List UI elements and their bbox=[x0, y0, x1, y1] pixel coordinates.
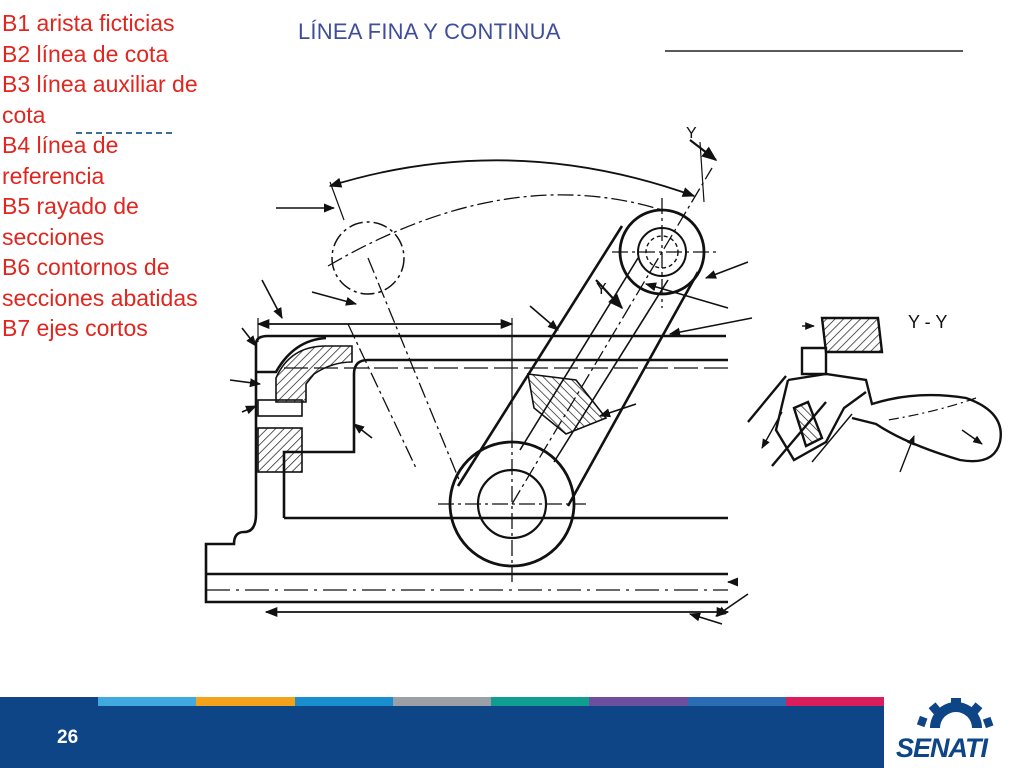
thin-line-sample bbox=[665, 50, 963, 52]
legend-item-b6: B6 contornos de secciones abatidas bbox=[2, 254, 198, 311]
leader-arrows bbox=[229, 203, 753, 625]
cut-label-top: Y bbox=[686, 125, 697, 142]
technical-drawing: Y Y Y - Y bbox=[204, 125, 1002, 625]
cut-plane-marks bbox=[595, 139, 718, 310]
footer-bar bbox=[0, 706, 884, 768]
footer-stripe bbox=[98, 697, 197, 706]
section-view-yy bbox=[747, 316, 1002, 473]
legend-item-b2: B2 línea de cota bbox=[2, 40, 169, 67]
logo-text: SENATI bbox=[896, 733, 988, 763]
legend-item-b1: B1 arista ficticias bbox=[2, 10, 175, 36]
footer-stripe bbox=[491, 697, 590, 706]
footer-stripe bbox=[785, 697, 884, 706]
senati-logo-icon bbox=[916, 698, 994, 729]
section-label: Y - Y bbox=[908, 312, 947, 332]
legend-item-b7: B7 ejes cortos bbox=[2, 315, 148, 341]
legend-item-b4: B4 línea de referencia bbox=[2, 132, 119, 189]
legend-item-b3: B3 línea auxiliar de cota bbox=[2, 71, 198, 128]
footer-stripe bbox=[0, 697, 99, 706]
slide-title: LÍNEA FINA Y CONTINUA bbox=[298, 19, 561, 44]
dashed-line-sample bbox=[76, 132, 172, 134]
page-number: 26 bbox=[57, 727, 79, 748]
legend-item-b5: B5 rayado de secciones bbox=[2, 193, 139, 250]
footer-stripe bbox=[196, 697, 295, 706]
section-hatching bbox=[257, 345, 608, 473]
inclined-arm bbox=[456, 225, 700, 507]
footer-stripes bbox=[0, 697, 884, 706]
legend-list: B1 arista ficticias B2 línea de cota B3 … bbox=[2, 8, 224, 344]
center-lines bbox=[206, 167, 728, 591]
footer-stripe bbox=[589, 697, 688, 706]
pivot-bosses bbox=[331, 208, 706, 568]
footer-stripe bbox=[294, 697, 393, 706]
cut-label-mid: Y bbox=[596, 281, 607, 298]
footer-stripe bbox=[687, 697, 786, 706]
dimension-lines bbox=[256, 141, 730, 618]
footer-stripe bbox=[392, 697, 492, 706]
